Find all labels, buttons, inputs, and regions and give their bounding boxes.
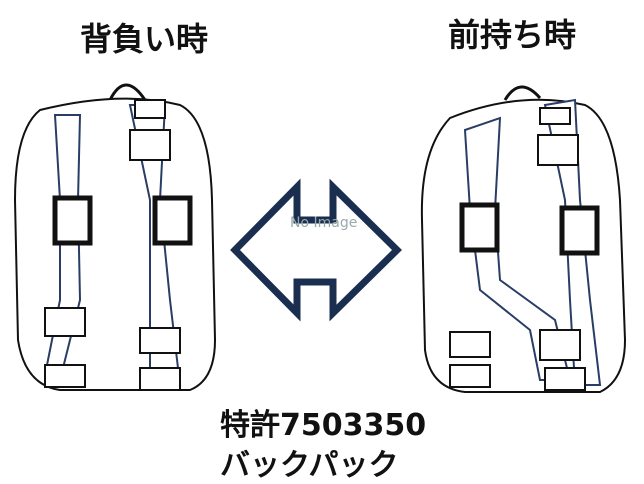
patent-number: 特許7503350 xyxy=(220,408,427,443)
no-image-placeholder: No Image xyxy=(290,215,358,231)
backpack-back-view xyxy=(13,83,217,391)
front-carry-label: 前持ち時 xyxy=(448,16,577,54)
backpack-front-view xyxy=(420,85,627,393)
double-arrow-icon xyxy=(230,178,402,322)
back-carry-label: 背負い時 xyxy=(80,20,209,58)
product-name: バックパック xyxy=(220,448,399,483)
